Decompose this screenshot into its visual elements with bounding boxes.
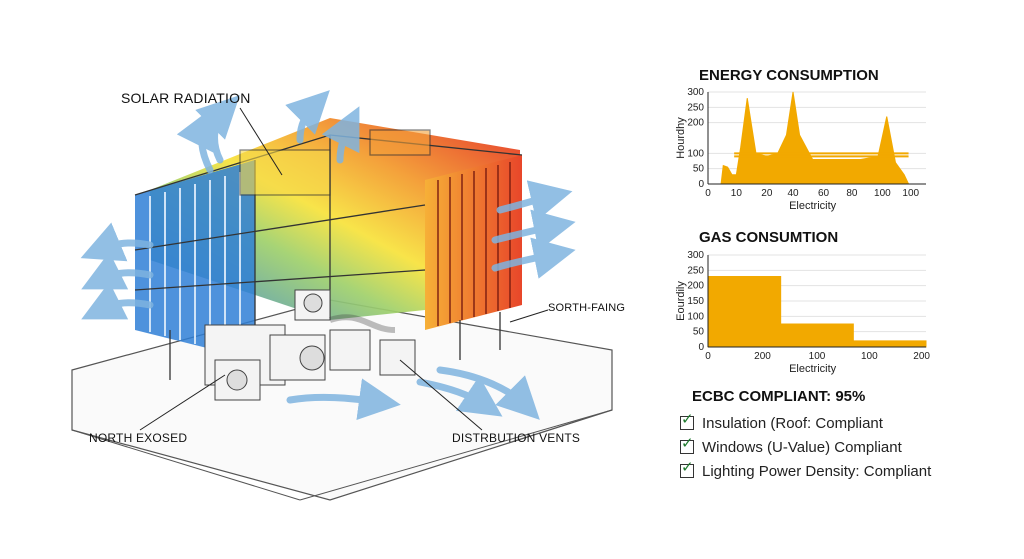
compliance-item: ✓ Lighting Power Density: Compliant (680, 458, 1010, 483)
solar-radiation-label: SOLAR RADIATION (121, 90, 251, 106)
energy-chart-title: ENERGY CONSUMPTION (699, 67, 879, 84)
checkbox-icon: ✓ (680, 458, 694, 478)
x-axis-title: Electricity (789, 200, 837, 212)
gas-chart-title: GAS CONSUMTION (699, 229, 839, 246)
checkmark-icon: ✓ (681, 434, 694, 452)
arrow-right-2 (491, 209, 576, 251)
y-tick-label: 100 (687, 311, 704, 322)
y-axis-title: Eourdily (675, 281, 687, 321)
y-tick-label: 300 (687, 87, 704, 98)
building-cross-section (71, 90, 613, 501)
y-tick-label: 200 (687, 281, 704, 292)
x-tick-label: 100 (902, 188, 919, 199)
x-tick-label: 0 (705, 188, 711, 199)
x-tick-label: 60 (818, 188, 830, 199)
arrow-left-3 (81, 281, 154, 320)
checkbox-icon: ✓ (680, 410, 694, 430)
y-tick-label: 250 (687, 102, 704, 113)
compliance-item-label: Insulation (Roof: Compliant (702, 414, 883, 432)
checkbox-icon: ✓ (680, 434, 694, 454)
x-tick-label: 10 (731, 188, 743, 199)
y-tick-label: 250 (687, 265, 704, 276)
x-tick-label: 0 (705, 351, 711, 362)
structure-outline (134, 129, 523, 380)
x-tick-label: 80 (846, 188, 858, 199)
arrow-left-1 (80, 222, 154, 262)
ecbc-title: ECBC COMPLIANT: 95% (692, 388, 866, 405)
arrow-up-1 (176, 106, 215, 174)
x-tick-label: 100 (861, 351, 878, 362)
y-axis-title: Hourdhy (675, 117, 687, 159)
arrow-up-4 (321, 106, 360, 164)
north-exposed-label: NORTH EXOSED (89, 431, 188, 445)
x-tick-label: 200 (913, 351, 930, 362)
slab-edge (71, 429, 301, 501)
y-tick-label: 0 (698, 179, 704, 190)
hvac-equipment (204, 289, 416, 401)
arrow-up-2 (195, 95, 240, 164)
x-tick-label: 40 (787, 188, 799, 199)
distribution-vents-label: DISTRBUTION VENTS (452, 431, 581, 445)
arrow-up-3 (285, 90, 330, 144)
compliance-item: ✓ Windows (U-Value) Compliant (680, 434, 1010, 459)
x-tick-label: 20 (761, 188, 773, 199)
x-axis-title: Electricity (789, 363, 837, 375)
y-tick-label: 0 (698, 342, 704, 353)
checkmark-icon: ✓ (681, 410, 694, 428)
energy-consumption-chart: 0 50 100 200 250 300 0 10 20 40 60 80 100 100Electric… (675, 87, 926, 212)
x-tick-label: 100 (809, 351, 826, 362)
ecbc-compliance-panel: ECBC COMPLIANT: 95% ✓ Insulation (Roof: … (680, 388, 1010, 483)
x-tick-label: 100 (874, 188, 891, 199)
y-tick-label: 50 (693, 164, 705, 175)
y-tick-label: 50 (693, 327, 705, 338)
compliance-item-label: Windows (U-Value) Compliant (702, 438, 902, 456)
compliance-item-label: Lighting Power Density: Compliant (702, 462, 932, 480)
y-tick-label: 150 (687, 296, 704, 307)
callout-leaders (139, 107, 549, 431)
y-tick-label: 100 (687, 148, 704, 159)
slab-edge (299, 409, 613, 501)
x-tick-label: 200 (754, 351, 771, 362)
y-tick-label: 300 (687, 250, 704, 261)
arrow-right-1 (496, 180, 573, 222)
south-facing-label: SORTH-FAING (548, 302, 626, 314)
series-area (720, 91, 910, 185)
series-area (707, 275, 927, 348)
compliance-item: ✓ Insulation (Roof: Compliant (680, 410, 1010, 435)
arrow-vent-3 (286, 378, 401, 421)
gas-consumption-chart: 0 50 100 150 200 250 300 0 200 100 100 200Electrici… (675, 250, 930, 375)
checkmark-icon: ✓ (681, 458, 694, 476)
arrow-left-2 (81, 251, 154, 290)
y-tick-label: 200 (687, 118, 704, 129)
arrow-right-3 (491, 237, 576, 279)
